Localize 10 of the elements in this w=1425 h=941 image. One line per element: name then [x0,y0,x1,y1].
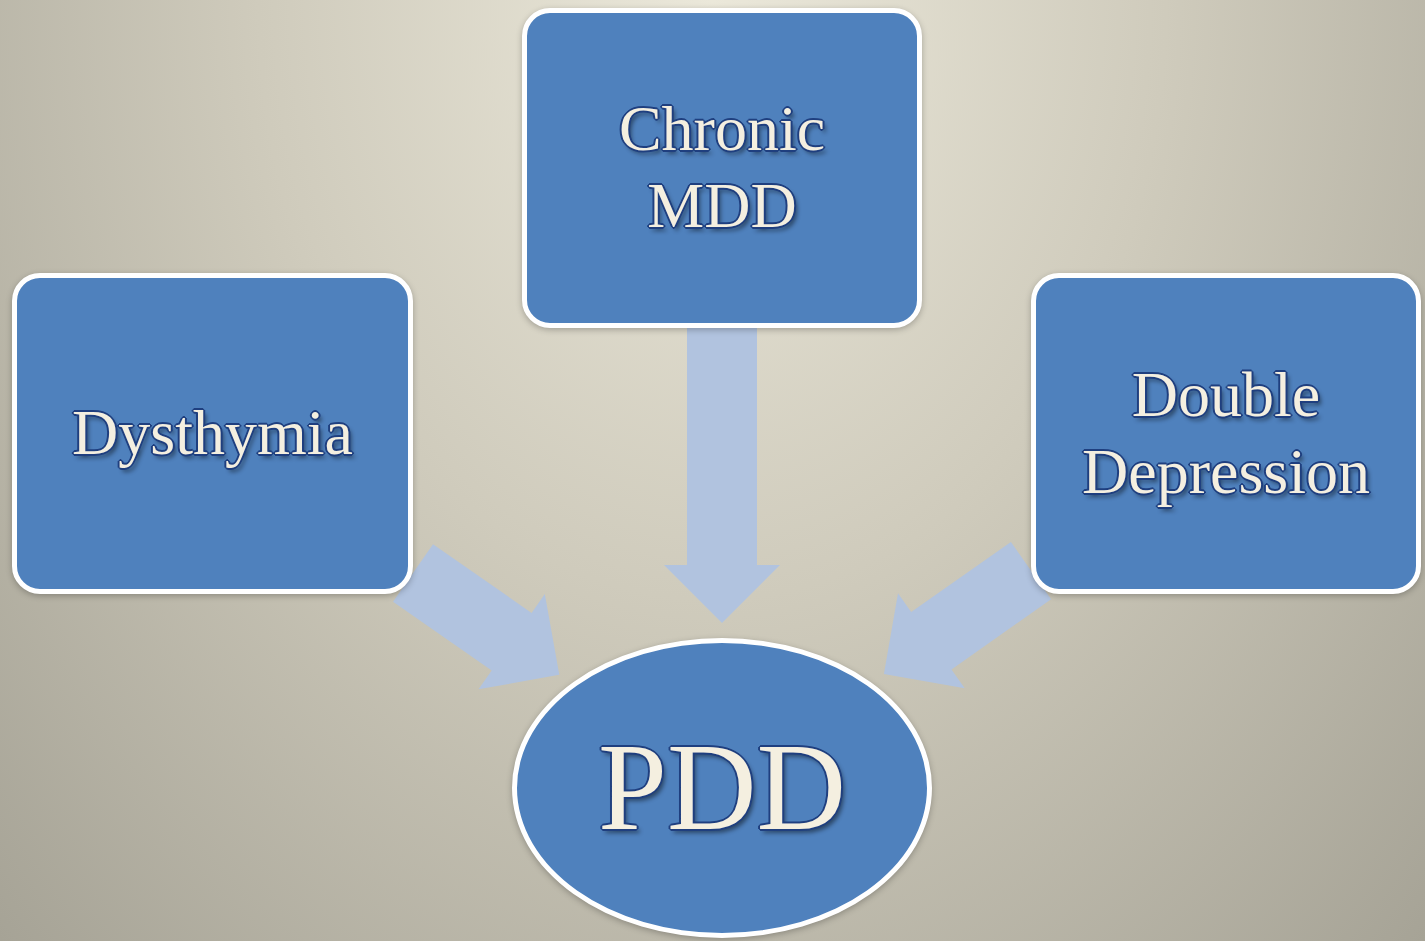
node-label: Dysthymia [72,396,353,471]
node-label: PDD [597,717,847,858]
rounded-box [1031,273,1421,594]
block-arrow [393,544,560,690]
node-label: Chronic MDD [617,92,827,243]
block-arrow [664,328,780,623]
block-arrow [883,542,1052,689]
rounded-box [12,273,413,594]
node-label: Double Depression [1081,357,1371,509]
rounded-box [522,8,922,328]
